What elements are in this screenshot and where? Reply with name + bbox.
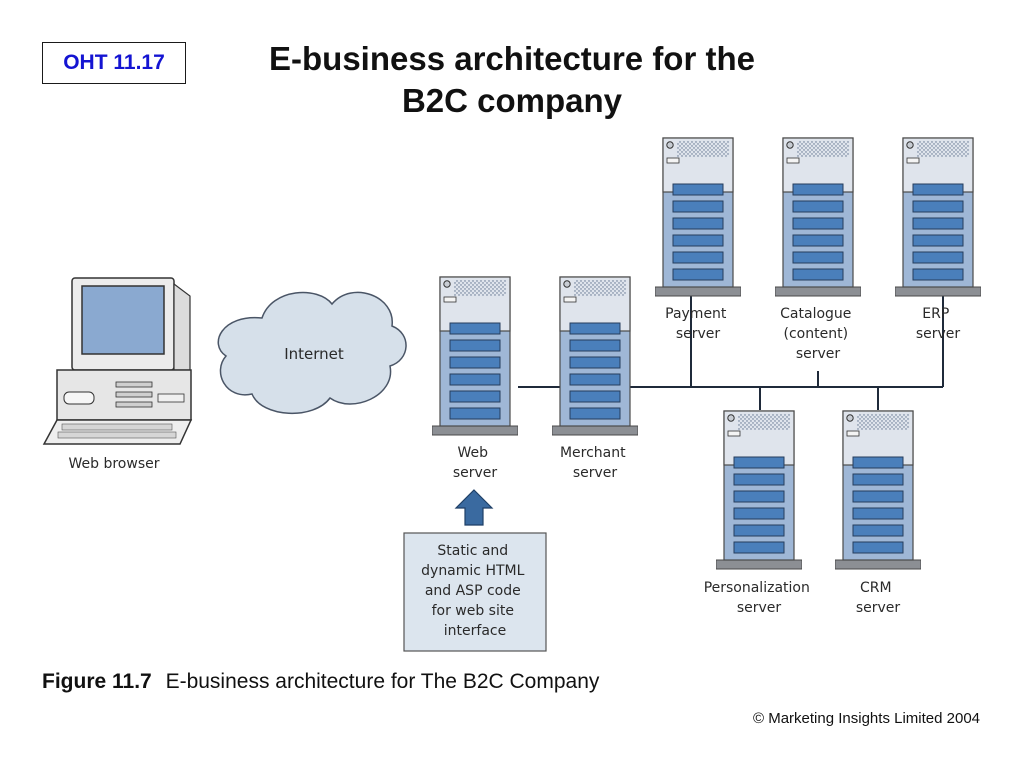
web-server-icon [432, 277, 518, 435]
note-line-3: and ASP code [425, 583, 521, 599]
label-payment-server-line-2: server [676, 326, 721, 342]
label-internet: Internet [284, 345, 344, 363]
label-web-server-line-2: server [453, 465, 498, 481]
merchant-server-icon [552, 277, 638, 435]
erp-server-icon [895, 138, 981, 296]
label-web-browser: Web browser [69, 456, 160, 472]
label-payment-server-line-1: Payment [665, 306, 727, 322]
catalogue-server-icon [775, 138, 861, 296]
figure-caption: Figure 11.7 E-business architecture for … [42, 670, 599, 694]
figure-caption-text: E-business architecture for The B2C Comp… [165, 670, 600, 693]
note-line-2: dynamic HTML [421, 563, 524, 579]
label-personalization-server-line-1: Personalization [704, 580, 810, 596]
label-erp-server: ERP server [916, 306, 961, 342]
label-erp-server-line-1: ERP [922, 306, 949, 322]
cloud-icon [217, 291, 407, 415]
label-catalogue-server: Catalogue (content) server [780, 306, 856, 362]
computer-icon [42, 277, 193, 445]
label-web-server-line-1: Web [458, 445, 489, 461]
slide-title: E-business architecture for the B2C comp… [200, 38, 824, 122]
note-line-1: Static and [437, 543, 508, 559]
crm-server-icon [835, 411, 921, 569]
label-merchant-server: Merchant server [560, 445, 630, 481]
title-line-2: B2C company [401, 82, 623, 119]
label-crm-server: CRM server [856, 580, 901, 616]
label-personalization-server: Personalization server [704, 580, 815, 616]
label-catalogue-server-line-3: server [796, 346, 841, 362]
note-line-4: for web site [432, 603, 514, 619]
label-crm-server-line-1: CRM [860, 580, 892, 596]
label-erp-server-line-2: server [916, 326, 961, 342]
code-note-box [403, 532, 547, 652]
copyright-notice: © Marketing Insights Limited 2004 [753, 710, 980, 727]
personalization-server-icon [716, 411, 802, 569]
code-note-text: Static and dynamic HTML and ASP code for… [421, 543, 529, 639]
label-web-server: Web server [453, 445, 498, 481]
figure-number: Figure 11.7 [42, 670, 152, 693]
keyboard-keys [57, 423, 177, 439]
label-merchant-server-line-2: server [573, 465, 618, 481]
slide-number-badge: OHT 11.17 [42, 42, 186, 84]
up-arrow-icon [454, 489, 494, 526]
payment-server-icon [655, 138, 741, 296]
label-crm-server-line-2: server [856, 600, 901, 616]
label-catalogue-server-line-2: (content) [784, 326, 849, 342]
note-line-5: interface [444, 623, 506, 639]
title-line-1: E-business architecture for the [269, 40, 755, 77]
label-personalization-server-line-2: server [737, 600, 782, 616]
label-payment-server: Payment server [665, 306, 731, 342]
label-merchant-server-line-1: Merchant [560, 445, 626, 461]
label-catalogue-server-line-1: Catalogue [780, 306, 851, 322]
